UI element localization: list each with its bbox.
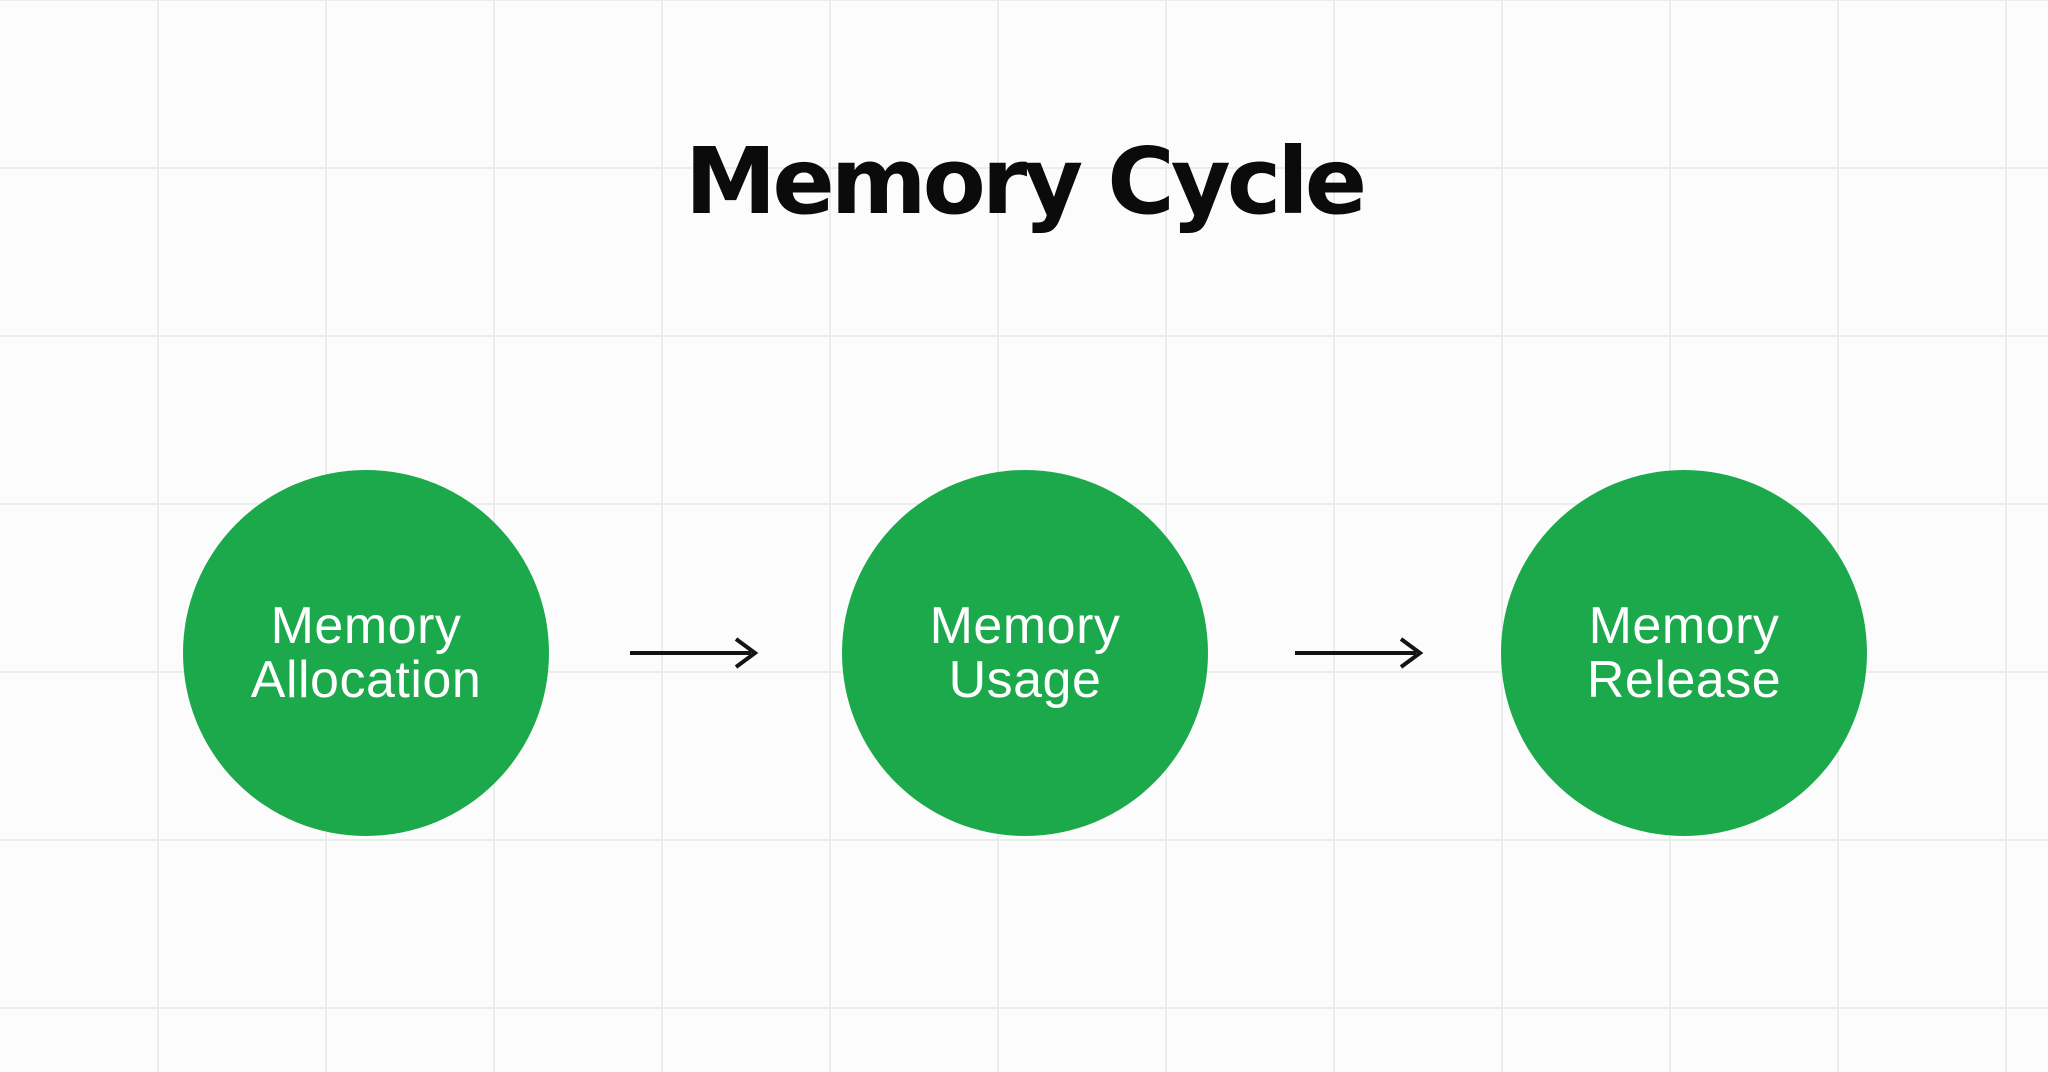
diagram-title: Memory Cycle [684, 128, 1367, 235]
node-memory-allocation: Memory Allocation [183, 470, 549, 836]
node-memory-usage: Memory Usage [842, 470, 1208, 836]
arrow-right-icon [1295, 637, 1424, 669]
node-label: Memory Release [1587, 599, 1781, 707]
node-label-line: Memory [1588, 597, 1780, 655]
node-label-line: Memory [929, 597, 1121, 655]
node-label: Memory Allocation [251, 599, 481, 707]
arrow-right-icon [630, 637, 759, 669]
flow-arrow-allocation-to-usage [625, 633, 761, 673]
node-label-line: Memory [270, 597, 462, 655]
node-memory-release: Memory Release [1501, 470, 1867, 836]
node-label-line: Usage [948, 651, 1102, 709]
node-label-line: Allocation [250, 651, 482, 709]
node-label: Memory Usage [930, 599, 1121, 707]
flow-arrow-usage-to-release [1290, 633, 1426, 673]
node-label-line: Release [1586, 651, 1782, 709]
